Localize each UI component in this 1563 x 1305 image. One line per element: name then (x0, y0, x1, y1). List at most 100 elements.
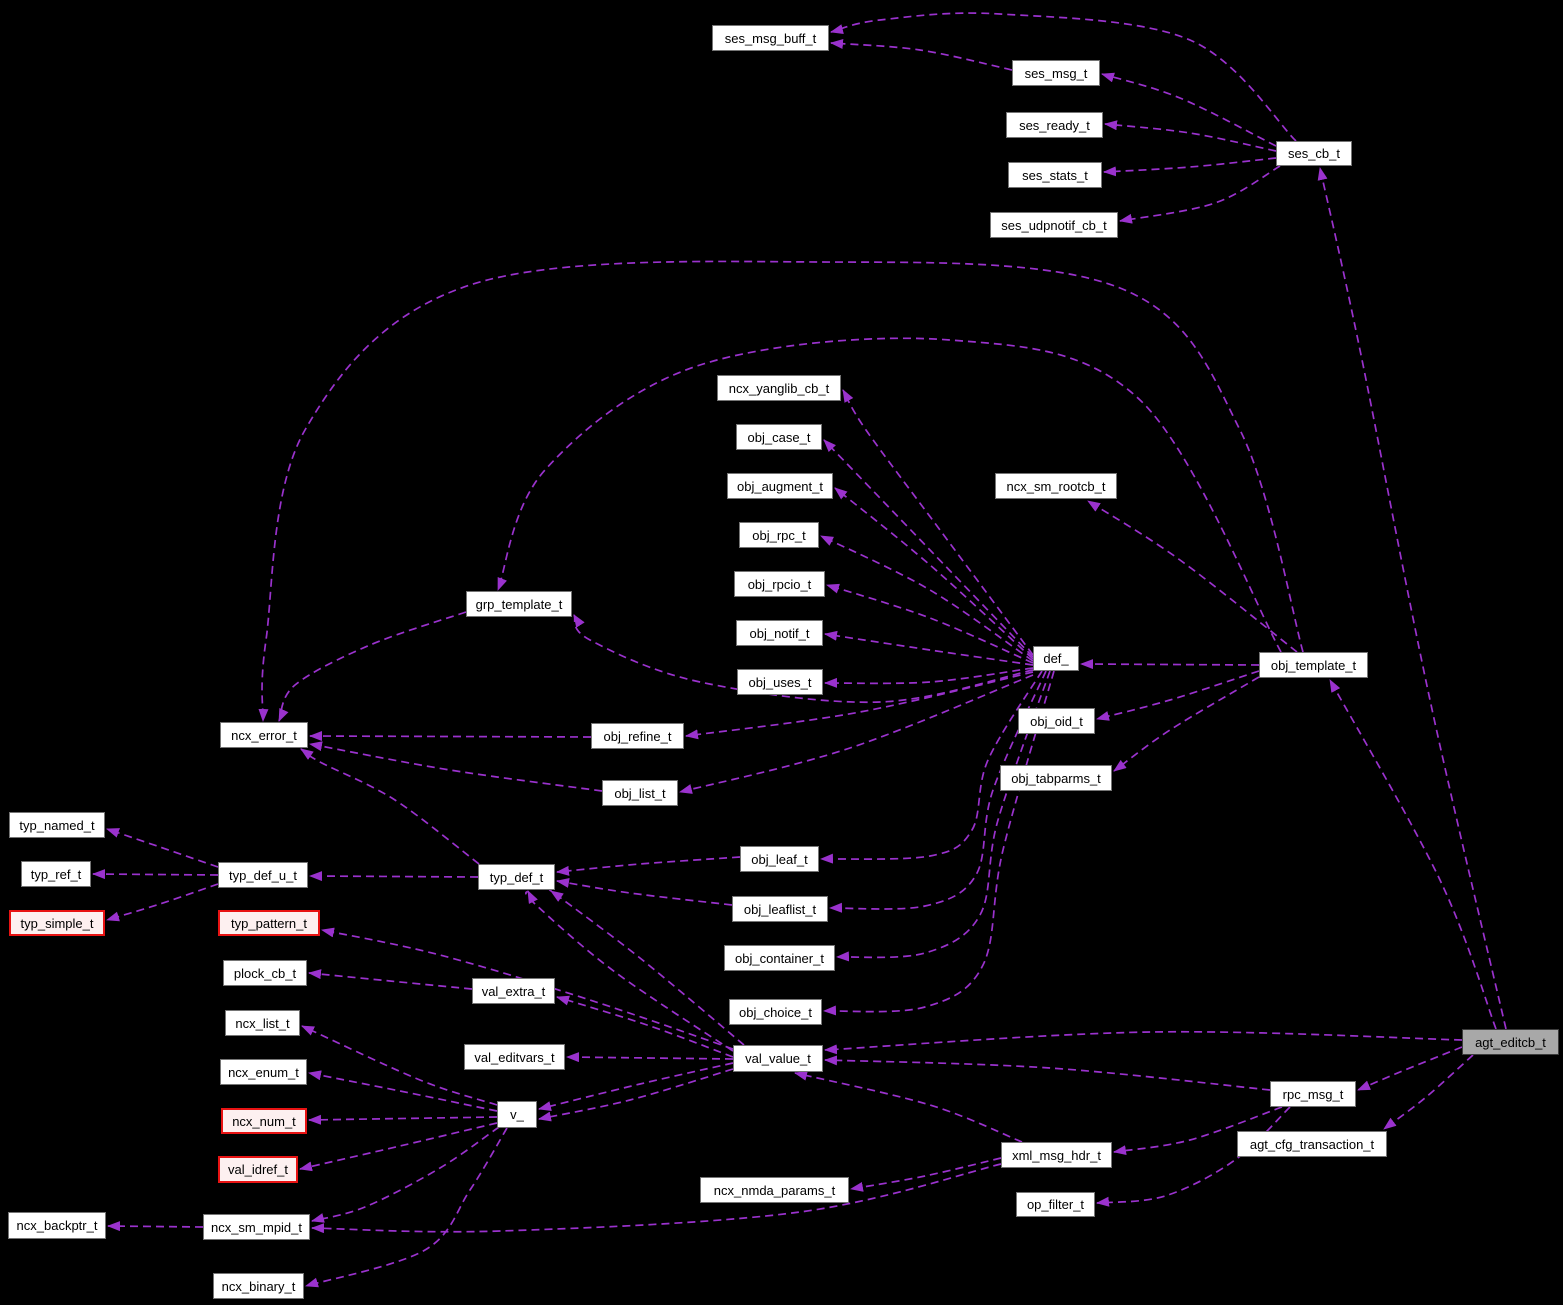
node-op_filter_t[interactable]: op_filter_t (1016, 1192, 1095, 1217)
node-val_editvars_t[interactable]: val_editvars_t (464, 1044, 565, 1070)
node-ncx_error_t[interactable]: ncx_error_t (220, 722, 308, 748)
node-obj_choice_t[interactable]: obj_choice_t (729, 999, 822, 1025)
node-ncx_sm_rootcb_t[interactable]: ncx_sm_rootcb_t (995, 473, 1117, 499)
edge-obj_template_t-obj_tabparms_t (1113, 676, 1260, 772)
node-obj_template_t[interactable]: obj_template_t (1259, 652, 1368, 678)
node-obj_leaf_t[interactable]: obj_leaf_t (740, 846, 819, 872)
edge-def_-grp_template_t (573, 614, 1034, 704)
node-obj_rpc_t[interactable]: obj_rpc_t (739, 522, 819, 548)
node-ses_cb_t[interactable]: ses_cb_t (1276, 141, 1352, 166)
node-v_[interactable]: v_ (497, 1101, 537, 1128)
edge-v_-ncx_binary_t (305, 1127, 508, 1288)
node-obj_tabparms_t[interactable]: obj_tabparms_t (1000, 765, 1112, 791)
node-obj_rpcio_t[interactable]: obj_rpcio_t (734, 571, 825, 597)
edge-val_value_t-val_editvars_t (566, 1052, 734, 1063)
node-ncx_yanglib_cb_t[interactable]: ncx_yanglib_cb_t (717, 375, 841, 401)
edge-obj_leaflist_t-typ_def_t (556, 878, 733, 906)
node-obj_refine_t[interactable]: obj_refine_t (591, 723, 684, 749)
node-ses_udpnotif_cb_t[interactable]: ses_udpnotif_cb_t (990, 212, 1118, 238)
edge-agt_editcb_t-val_value_t (824, 1030, 1463, 1055)
node-ncx_nmda_params_t[interactable]: ncx_nmda_params_t (700, 1177, 849, 1203)
node-label: obj_refine_t (603, 728, 672, 744)
node-agt_cfg_transaction_t[interactable]: agt_cfg_transaction_t (1237, 1131, 1387, 1157)
node-val_idref_t[interactable]: val_idref_t (218, 1156, 298, 1183)
node-label: obj_leaflist_t (743, 901, 817, 917)
node-label: ncx_list_t (235, 1015, 290, 1031)
node-label: agt_editcb_t (1475, 1034, 1546, 1050)
node-obj_uses_t[interactable]: obj_uses_t (737, 669, 823, 695)
node-ncx_enum_t[interactable]: ncx_enum_t (220, 1059, 307, 1085)
node-label: plock_cb_t (233, 965, 297, 981)
node-typ_def_t[interactable]: typ_def_t (478, 864, 555, 890)
node-typ_named_t[interactable]: typ_named_t (9, 812, 105, 838)
node-label: ncx_sm_rootcb_t (1006, 478, 1106, 494)
node-label: obj_rpc_t (752, 527, 806, 543)
edge-rpc_msg_t-xml_msg_hdr_t (1113, 1106, 1283, 1156)
node-label: obj_container_t (735, 950, 824, 966)
node-obj_oid_t[interactable]: obj_oid_t (1018, 708, 1095, 734)
edge-obj_template_t-grp_template_t (497, 337, 1282, 653)
edge-def_-obj_refine_t (685, 671, 1034, 740)
node-label: typ_def_t (489, 869, 544, 885)
node-label: obj_augment_t (736, 478, 823, 494)
node-label: val_value_t (745, 1051, 811, 1066)
node-label: ncx_sm_mpid_t (210, 1219, 303, 1235)
node-ses_msg_t[interactable]: ses_msg_t (1012, 60, 1100, 86)
edge-obj_template_t-ncx_sm_rootcb_t (1087, 500, 1298, 653)
edge-grp_template_t-ncx_error_t (278, 611, 467, 722)
node-label: ncx_num_t (232, 1113, 296, 1129)
node-obj_case_t[interactable]: obj_case_t (736, 424, 822, 450)
edge-obj_leaf_t-typ_def_t (556, 856, 741, 876)
edge-typ_def_t-typ_def_u_t (309, 871, 479, 882)
node-ses_msg_buff_t[interactable]: ses_msg_buff_t (712, 25, 829, 51)
node-xml_msg_hdr_t[interactable]: xml_msg_hdr_t (1001, 1142, 1112, 1168)
node-typ_pattern_t[interactable]: typ_pattern_t (218, 910, 320, 936)
edge-v_-ncx_list_t (301, 1025, 498, 1106)
edge-typ_def_u_t-typ_named_t (106, 828, 219, 868)
edge-ses_cb_t-ses_udpnotif_cb_t (1119, 165, 1281, 224)
node-obj_notif_t[interactable]: obj_notif_t (736, 620, 823, 646)
node-grp_template_t[interactable]: grp_template_t (466, 591, 572, 617)
node-ncx_list_t[interactable]: ncx_list_t (225, 1010, 300, 1036)
node-label: ses_udpnotif_cb_t (1001, 217, 1107, 233)
node-typ_simple_t[interactable]: typ_simple_t (9, 910, 105, 936)
node-obj_leaflist_t[interactable]: obj_leaflist_t (732, 896, 828, 922)
node-ses_ready_t[interactable]: ses_ready_t (1006, 112, 1103, 138)
node-label: ncx_enum_t (228, 1064, 299, 1080)
node-label: def_ (1043, 651, 1069, 666)
edge-def_-obj_rpcio_t (826, 583, 1034, 664)
node-ncx_backptr_t[interactable]: ncx_backptr_t (8, 1212, 106, 1239)
node-typ_def_u_t[interactable]: typ_def_u_t (218, 862, 308, 888)
node-val_extra_t[interactable]: val_extra_t (472, 978, 555, 1004)
node-label: agt_cfg_transaction_t (1249, 1136, 1375, 1152)
node-obj_list_t[interactable]: obj_list_t (602, 780, 678, 806)
edge-val_value_t-val_extra_t (556, 995, 734, 1058)
node-plock_cb_t[interactable]: plock_cb_t (223, 960, 307, 986)
node-ncx_binary_t[interactable]: ncx_binary_t (213, 1273, 304, 1299)
node-label: op_filter_t (1026, 1197, 1085, 1212)
node-label: ses_msg_buff_t (724, 30, 817, 46)
edge-val_value_t-v_ (538, 1062, 734, 1111)
node-rpc_msg_t[interactable]: rpc_msg_t (1270, 1081, 1356, 1107)
edge-rpc_msg_t-val_value_t (824, 1055, 1271, 1091)
edge-v_-ncx_num_t (308, 1114, 498, 1125)
node-typ_ref_t[interactable]: typ_ref_t (21, 861, 91, 887)
node-obj_container_t[interactable]: obj_container_t (724, 945, 835, 971)
node-ses_stats_t[interactable]: ses_stats_t (1008, 162, 1102, 188)
node-ncx_num_t[interactable]: ncx_num_t (221, 1108, 307, 1134)
node-ncx_sm_mpid_t[interactable]: ncx_sm_mpid_t (203, 1214, 310, 1240)
edge-ses_cb_t-ses_stats_t (1103, 157, 1277, 177)
node-agt_editcb_t[interactable]: agt_editcb_t (1462, 1029, 1559, 1055)
node-label: ncx_backptr_t (16, 1218, 98, 1233)
edge-val_value_t-v_ (538, 1068, 734, 1122)
node-label: typ_ref_t (30, 866, 82, 882)
node-label: xml_msg_hdr_t (1012, 1147, 1101, 1163)
node-def_[interactable]: def_ (1033, 646, 1079, 671)
node-val_value_t[interactable]: val_value_t (733, 1045, 823, 1072)
node-label: ncx_yanglib_cb_t (728, 380, 830, 396)
edge-def_-obj_notif_t (824, 630, 1034, 666)
node-obj_augment_t[interactable]: obj_augment_t (727, 473, 833, 499)
edge-obj_template_t-def_ (1080, 659, 1260, 670)
edge-v_-ncx_enum_t (308, 1070, 498, 1112)
